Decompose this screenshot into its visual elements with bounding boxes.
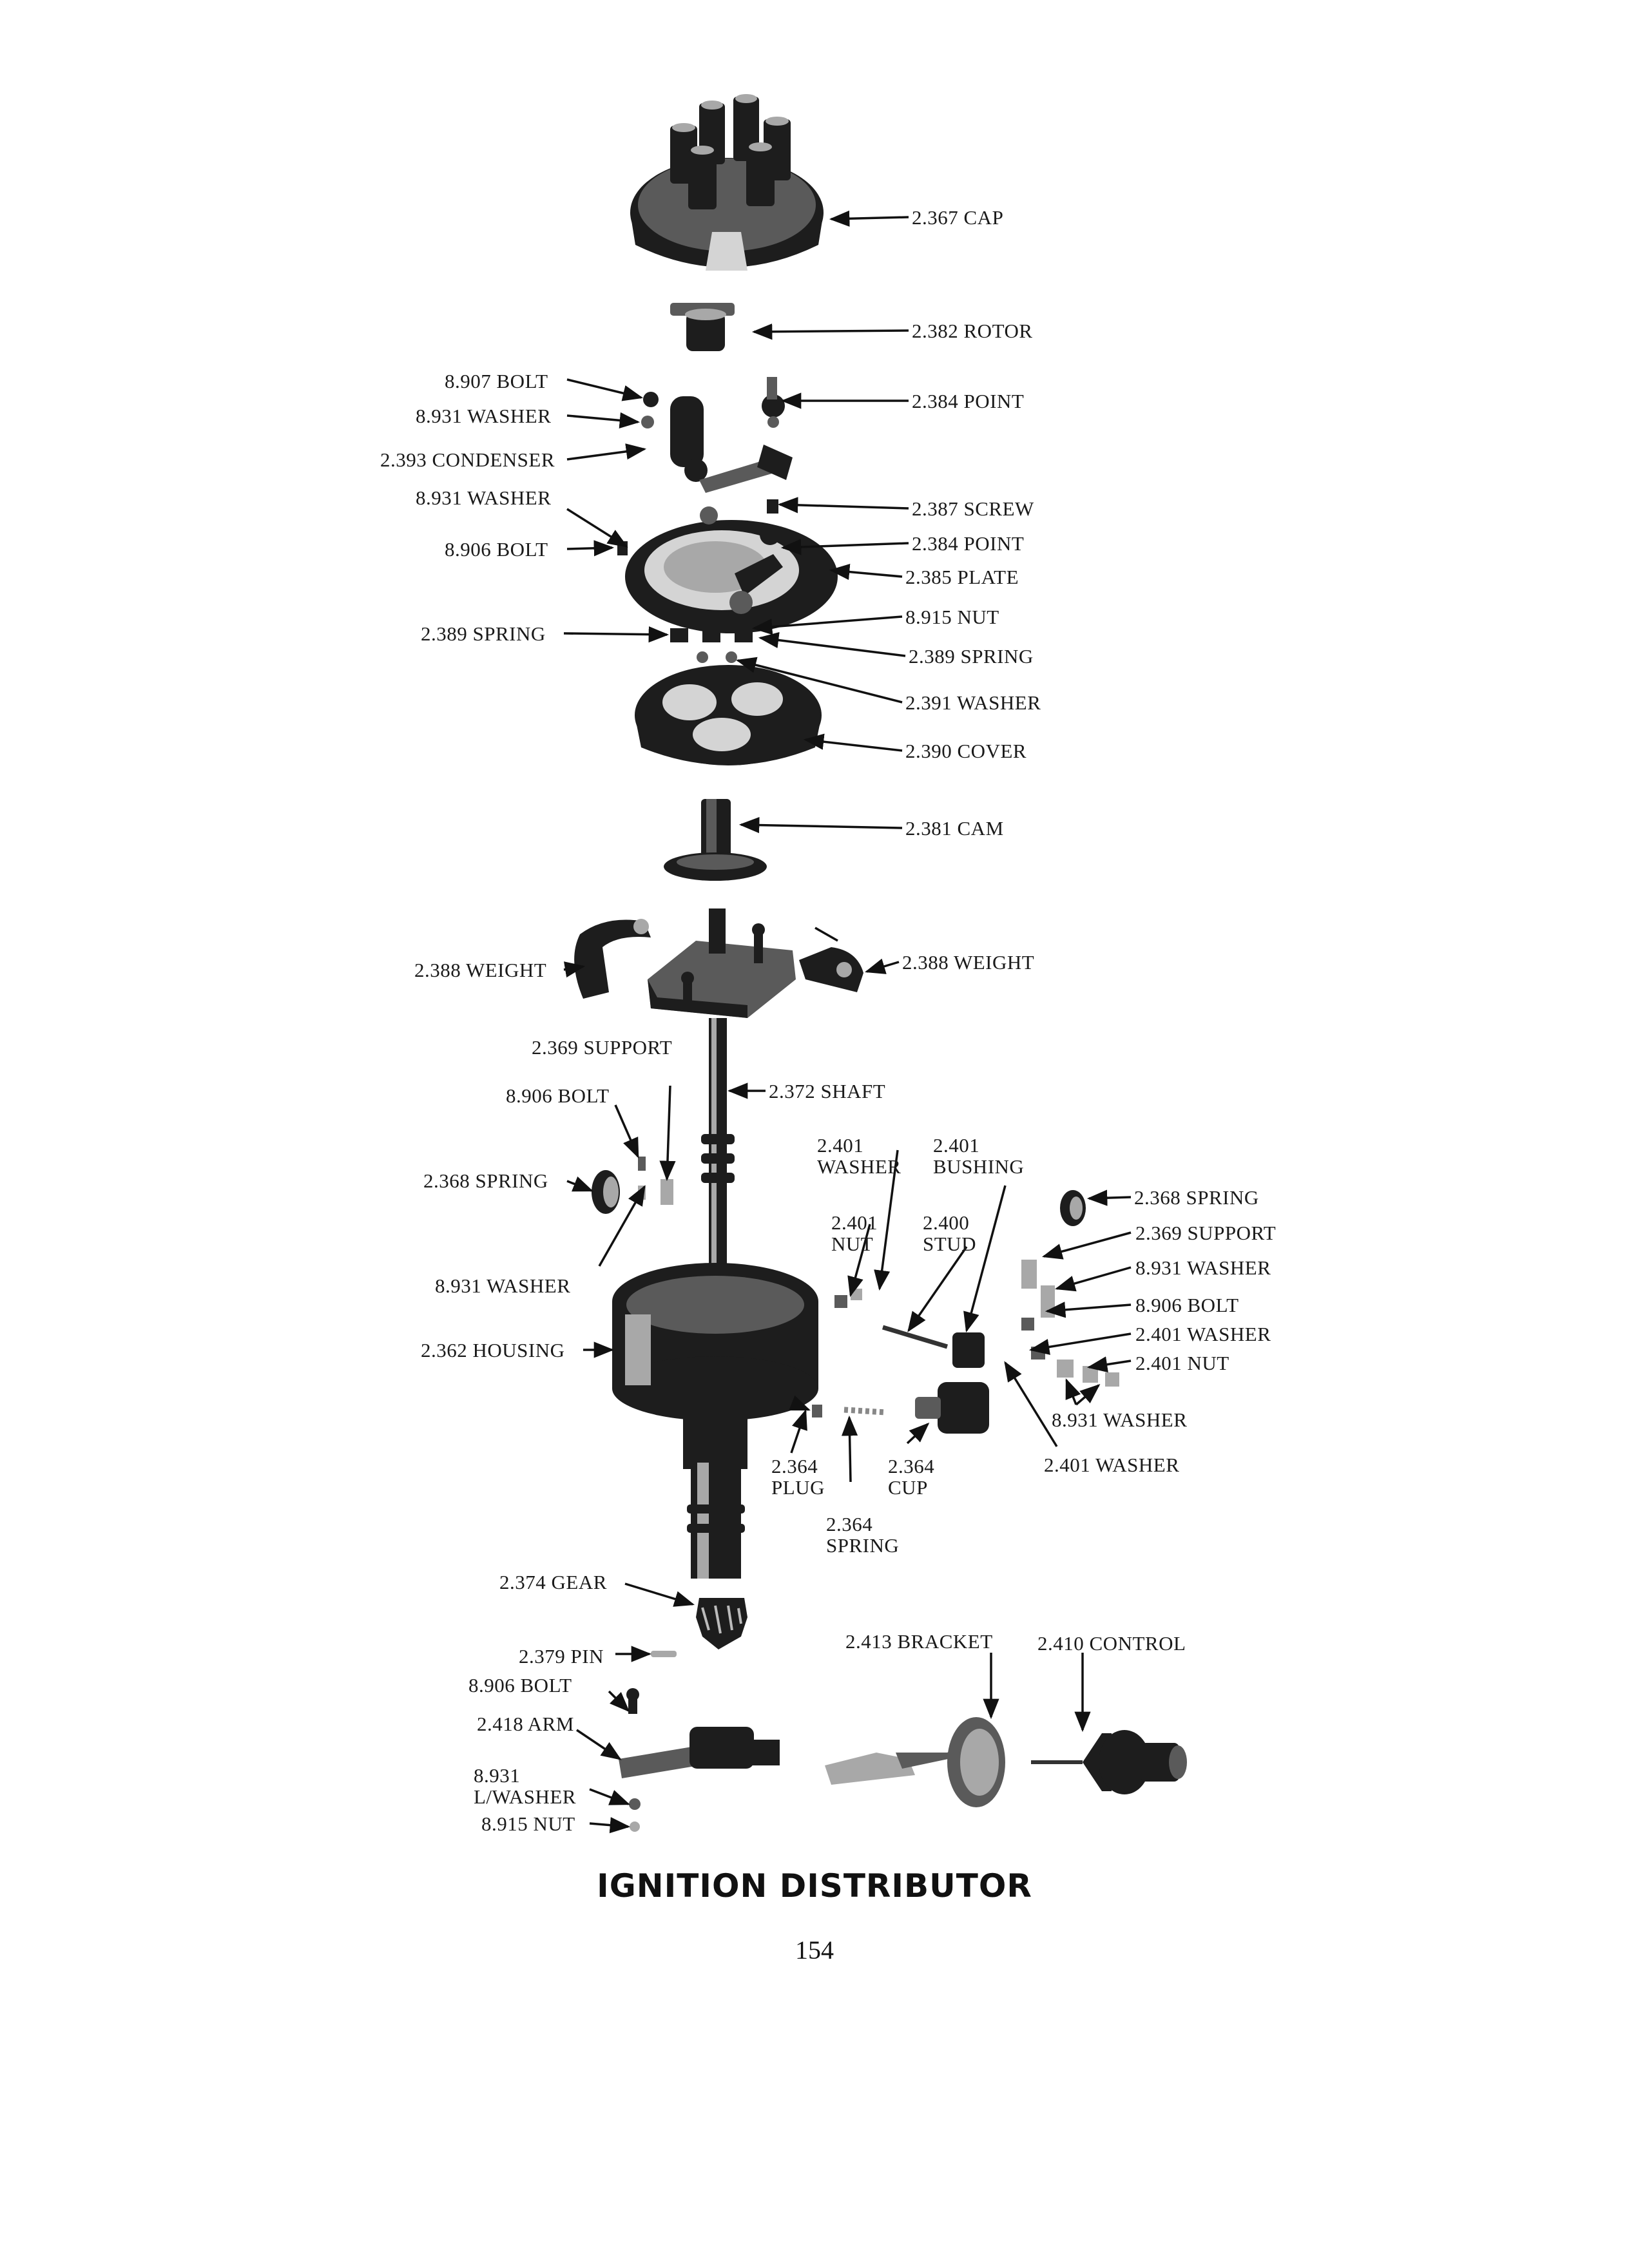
- housing-part: [612, 1263, 818, 1579]
- label-spring-2364: 2.364 SPRING: [826, 1513, 900, 1557]
- label-nut-2401-upper: 2.401 NUT: [831, 1211, 878, 1255]
- label-gear: 2.374 GEAR: [499, 1571, 607, 1593]
- label-spring-2368-right: 2.368 SPRING: [1134, 1186, 1259, 1209]
- label-washer-8931-d: 8.931 WASHER: [435, 1274, 571, 1297]
- label-bolt-8906-a: 8.906 BOLT: [445, 538, 548, 561]
- label-plate: 2.385 PLATE: [905, 566, 1019, 588]
- label-bushing-2401: 2.401 BUSHING: [933, 1134, 1025, 1178]
- label-washer-8931-a: 8.931 WASHER: [416, 405, 552, 427]
- breaker-parts: [641, 377, 793, 493]
- label-bolt-8906-d: 8.906 BOLT: [468, 1674, 572, 1696]
- label-weight-right: 2.388 WEIGHT: [902, 951, 1035, 974]
- label-washer-8931-e: 8.931 WASHER: [1052, 1408, 1188, 1431]
- page-number: 154: [795, 1936, 834, 1965]
- label-nut-8915-b: 8.915 NUT: [481, 1812, 575, 1835]
- bracket-part: [825, 1717, 1005, 1807]
- cap-part: [630, 94, 824, 271]
- label-housing: 2.362 HOUSING: [421, 1339, 565, 1361]
- label-washer-8931-b: 8.931 WASHER: [416, 486, 552, 509]
- label-washer-2401-low: 2.401 WASHER: [1044, 1454, 1180, 1476]
- label-control: 2.410 CONTROL: [1037, 1632, 1186, 1655]
- control-part: [1031, 1730, 1187, 1794]
- vacuum-advance-parts: [812, 1190, 1119, 1434]
- label-washer-8931-c: 8.931 WASHER: [1135, 1256, 1271, 1279]
- label-bolt-8907: 8.907 BOLT: [445, 370, 548, 392]
- cover-part: [635, 665, 822, 765]
- label-plug-2364: 2.364 PLUG: [771, 1455, 825, 1499]
- rotor-part: [670, 303, 735, 351]
- label-support-left: 2.369 SUPPORT: [532, 1036, 673, 1059]
- label-bolt-8906-b: 8.906 BOLT: [506, 1084, 610, 1107]
- label-pin: 2.379 PIN: [519, 1645, 604, 1667]
- label-point-lower: 2.384 POINT: [912, 532, 1025, 555]
- label-spring-2368-left: 2.368 SPRING: [423, 1169, 548, 1192]
- label-washer-2391: 2.391 WASHER: [905, 691, 1041, 714]
- cam-part: [664, 799, 767, 881]
- label-weight-left: 2.388 WEIGHT: [414, 959, 547, 981]
- label-washer-2401-top: 2.401 WASHER: [817, 1134, 901, 1178]
- label-cap: 2.367 CAP: [912, 206, 1004, 229]
- label-support-right: 2.369 SUPPORT: [1135, 1222, 1277, 1244]
- label-stud-2400: 2.400 STUD: [923, 1211, 976, 1255]
- label-rotor: 2.382 ROTOR: [912, 320, 1033, 342]
- plate-part: [617, 499, 838, 633]
- label-shaft: 2.372 SHAFT: [769, 1080, 886, 1102]
- label-screw: 2.387 SCREW: [912, 497, 1034, 520]
- label-nut-2401-right: 2.401 NUT: [1135, 1352, 1229, 1374]
- label-spring-2389-left: 2.389 SPRING: [421, 622, 546, 645]
- leader-lines: [727, 210, 1132, 1447]
- label-condenser: 2.393 CONDENSER: [380, 448, 555, 471]
- label-washer-2401-right: 2.401 WASHER: [1135, 1323, 1271, 1345]
- support-plate-part: [648, 908, 796, 1018]
- label-lwasher: 8.931 L/WASHER: [474, 1764, 576, 1808]
- label-point-upper: 2.384 POINT: [912, 390, 1025, 412]
- label-cam: 2.381 CAM: [905, 817, 1004, 840]
- pin-part: [651, 1651, 677, 1657]
- label-nut-8915-a: 8.915 NUT: [905, 606, 999, 628]
- label-cup-2364: 2.364 CUP: [888, 1455, 935, 1499]
- label-arm: 2.418 ARM: [477, 1713, 574, 1735]
- leader-lines-left: [563, 378, 1091, 1834]
- left-spring-support: [592, 1157, 673, 1214]
- label-spring-2389-right: 2.389 SPRING: [909, 645, 1034, 668]
- label-cover: 2.390 COVER: [905, 740, 1027, 762]
- weight-parts: [574, 919, 863, 999]
- arm-part: [619, 1688, 780, 1832]
- diagram-title: IGNITION DISTRIBUTOR: [597, 1867, 1032, 1905]
- small-springs: [670, 628, 753, 663]
- label-bracket: 2.413 BRACKET: [845, 1630, 993, 1653]
- gear-part: [696, 1598, 747, 1649]
- label-bolt-8906-c: 8.906 BOLT: [1135, 1294, 1239, 1316]
